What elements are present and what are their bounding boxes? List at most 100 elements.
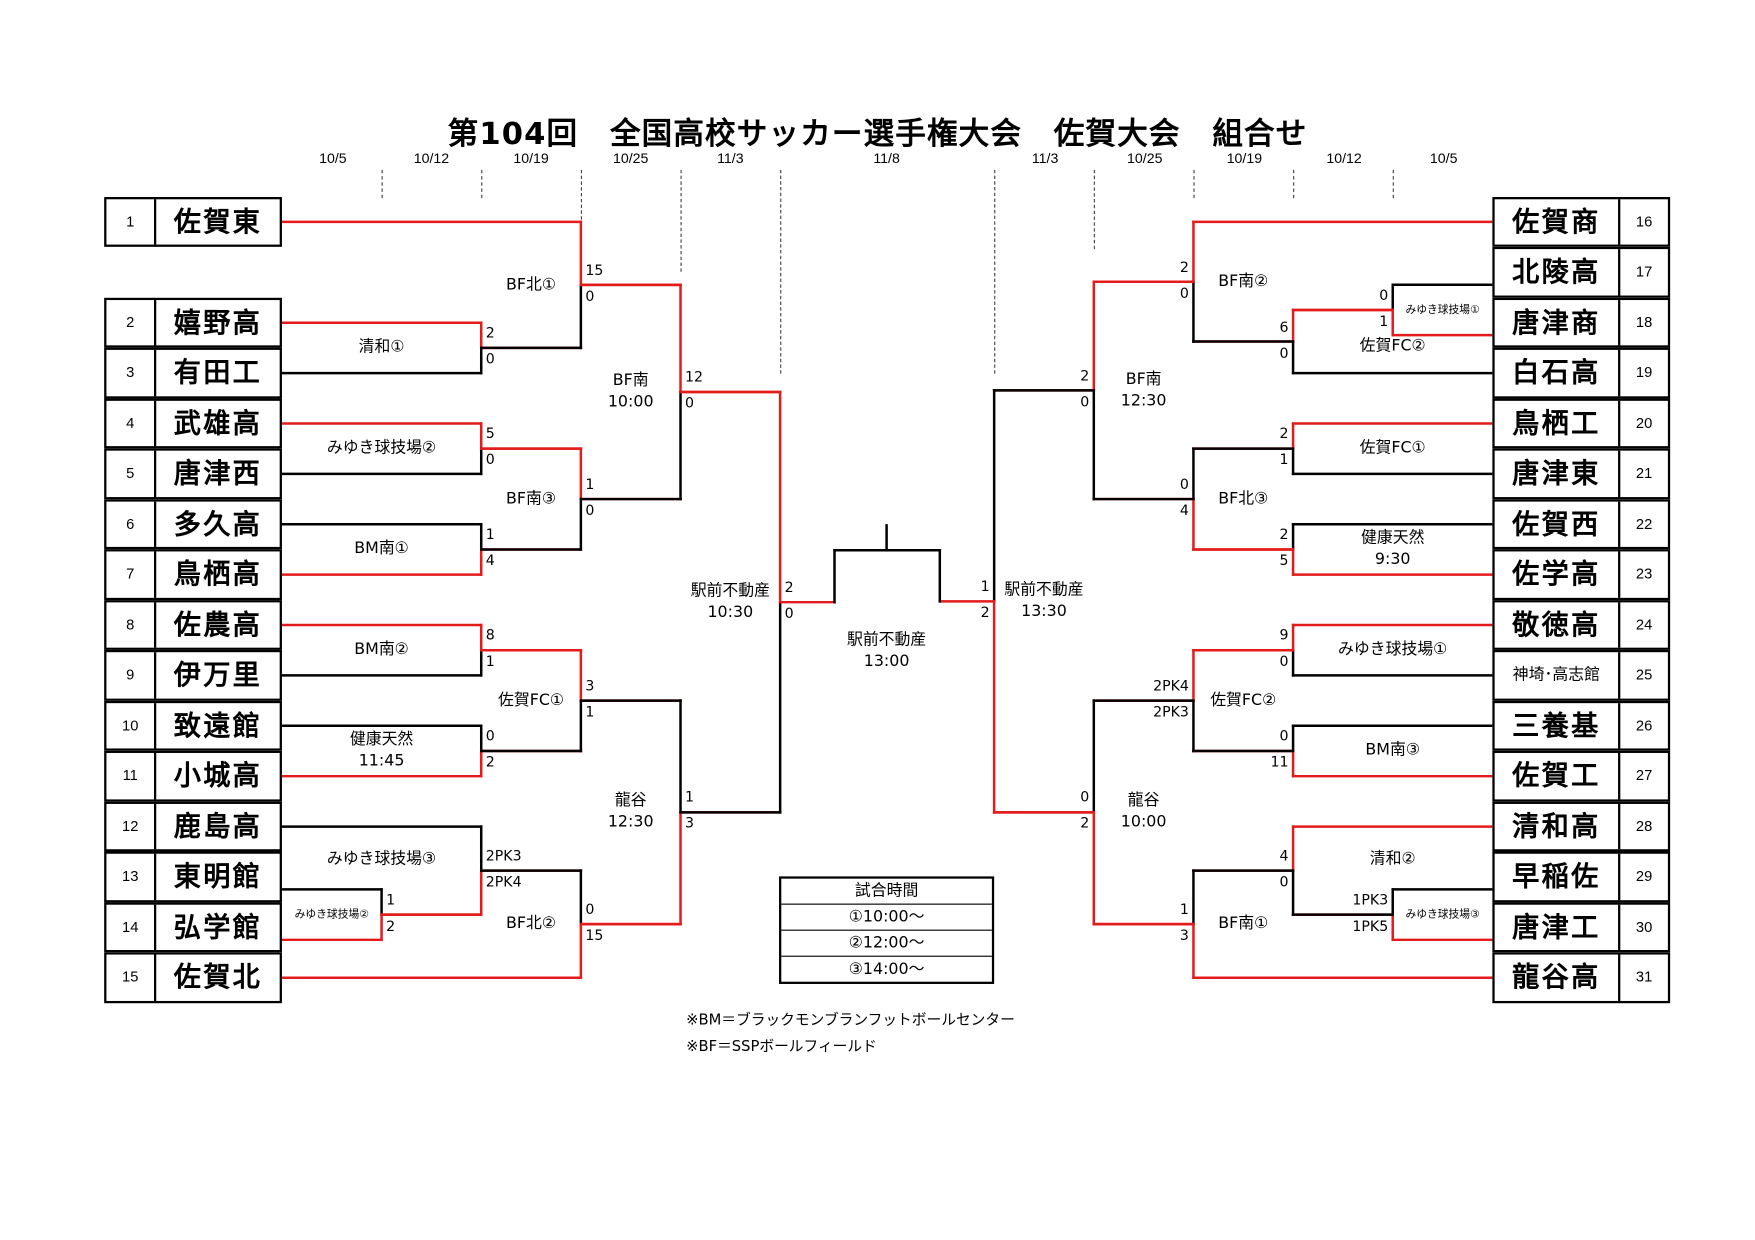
venue-name: BF南② bbox=[1218, 272, 1269, 291]
team-name: 佐農高 bbox=[173, 608, 263, 641]
match-venue: BM南② bbox=[354, 639, 409, 661]
team-name: 東明館 bbox=[173, 860, 263, 893]
team-name: 清和高 bbox=[1512, 810, 1601, 843]
team-seed: 13 bbox=[122, 867, 139, 885]
match-score: 0 bbox=[1279, 727, 1289, 745]
team-name: 致遠館 bbox=[173, 709, 263, 742]
seed-divider bbox=[153, 854, 157, 900]
match-score: 0 bbox=[1279, 343, 1289, 361]
match-venue: BM南① bbox=[354, 539, 409, 561]
match-venue: 佐賀FC② bbox=[1210, 690, 1276, 712]
venue-name: 駅前不動産 bbox=[690, 581, 770, 600]
team-name: 龍谷高 bbox=[1512, 961, 1601, 994]
match-score: 0 bbox=[585, 501, 595, 519]
venue-name: BF北② bbox=[506, 914, 557, 933]
round-divider bbox=[381, 169, 383, 199]
team-name: 唐津西 bbox=[173, 457, 263, 490]
team-name: 三養基 bbox=[1512, 709, 1601, 742]
match-score: 2 bbox=[784, 578, 794, 596]
team-seed: 11 bbox=[122, 766, 138, 784]
venue-name: BF南 bbox=[612, 371, 649, 390]
match-score: 2 bbox=[1080, 814, 1090, 832]
match-time-table: 試合時間 ①10:00～ ②12:00～ ③14:00～ bbox=[779, 876, 995, 984]
venue-name: 佐賀FC② bbox=[1210, 690, 1277, 710]
match-venue: BF北③ bbox=[1218, 488, 1268, 510]
match-score: 1PK5 bbox=[1352, 916, 1389, 934]
round-divider bbox=[1093, 169, 1095, 250]
match-time: 9:30 bbox=[1374, 550, 1411, 569]
match-time-header: 試合時間 bbox=[854, 882, 919, 901]
match-score: 2PK4 bbox=[485, 872, 522, 890]
team-seed: 16 bbox=[1635, 212, 1653, 230]
match-score: 0 bbox=[1279, 652, 1289, 670]
seed-divider bbox=[1618, 299, 1621, 346]
match-venue: みゆき球技場① bbox=[1338, 639, 1447, 661]
match-score: 2 bbox=[980, 603, 990, 621]
venue-name: 佐賀FC① bbox=[1359, 439, 1426, 458]
venue-name: BF北① bbox=[506, 275, 557, 294]
team-seed: 14 bbox=[122, 918, 139, 935]
team-name: 佐賀北 bbox=[173, 961, 263, 994]
match-venue: BF南③ bbox=[506, 488, 556, 510]
round-divider bbox=[680, 169, 682, 272]
venue-name: BF南① bbox=[1218, 914, 1269, 933]
team-seed: 5 bbox=[126, 464, 135, 482]
match-score: 1 bbox=[485, 652, 495, 670]
note-bm: ※BM＝ブラックモンブランフットボールセンター bbox=[686, 1012, 1015, 1030]
team-name: 鳥栖工 bbox=[1512, 407, 1601, 440]
venue-name: 清和① bbox=[358, 338, 405, 357]
match-score: 5 bbox=[1279, 551, 1289, 569]
seed-divider bbox=[153, 501, 157, 548]
match-venue: BF南② bbox=[1218, 271, 1268, 293]
match-score: 1 bbox=[685, 788, 695, 806]
team-name: 佐賀東 bbox=[173, 205, 263, 238]
seed-divider bbox=[153, 652, 157, 699]
team-name: 佐賀西 bbox=[1512, 508, 1601, 540]
match-score: 0 bbox=[1179, 475, 1189, 493]
round-date: 11/3 bbox=[717, 150, 744, 167]
match-score: 2 bbox=[485, 753, 495, 771]
match-venue: みゆき球技場② bbox=[327, 438, 436, 460]
round-date: 10/12 bbox=[413, 150, 450, 167]
match-score: 2 bbox=[485, 324, 495, 342]
team-name: 多久高 bbox=[173, 508, 263, 540]
match-venue: 佐賀FC② bbox=[1360, 335, 1426, 357]
match-venue: 清和① bbox=[359, 337, 405, 359]
seed-divider bbox=[1618, 501, 1621, 548]
seed-divider bbox=[1618, 199, 1621, 245]
match-score: 1 bbox=[980, 577, 990, 595]
match-score: 9 bbox=[1279, 626, 1289, 644]
team-seed: 9 bbox=[126, 666, 135, 684]
match-time: 10:00 bbox=[1120, 813, 1167, 832]
round-divider bbox=[1293, 169, 1295, 199]
match-score: 2 bbox=[1080, 366, 1090, 384]
match-score: 2 bbox=[386, 916, 396, 934]
match-score: 4 bbox=[485, 551, 495, 569]
note-bf: ※BF＝SSPボールフィールド bbox=[686, 1038, 877, 1056]
seed-divider bbox=[153, 400, 157, 447]
match-score: 11 bbox=[1270, 753, 1289, 771]
team-seed: 27 bbox=[1635, 766, 1653, 784]
match-score: 1 bbox=[585, 702, 595, 720]
round-date: 10/5 bbox=[319, 150, 347, 167]
venue-name: みゆき球技場① bbox=[1338, 640, 1448, 659]
match-venue: BF北① bbox=[506, 274, 556, 296]
seed-divider bbox=[1618, 652, 1621, 699]
team-name: 嬉野高 bbox=[173, 306, 263, 339]
